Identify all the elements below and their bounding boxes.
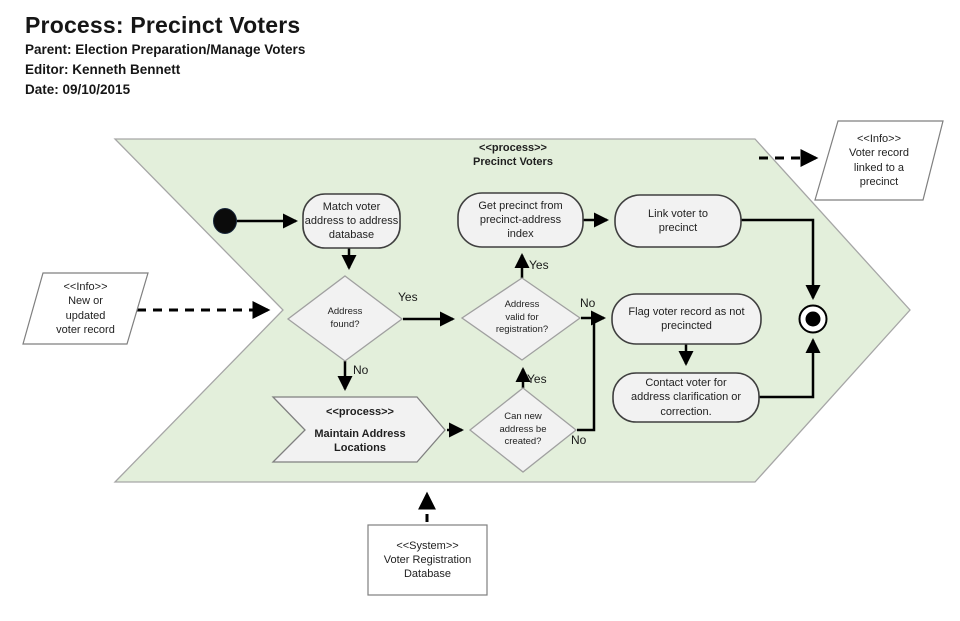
edge-create-no bbox=[577, 318, 596, 432]
start-node bbox=[213, 208, 237, 234]
edge-contact-to-end bbox=[759, 337, 821, 399]
flag-voter-shape bbox=[611, 293, 762, 345]
system-rect bbox=[367, 524, 488, 596]
header-date: Date: 09/10/2015 bbox=[25, 82, 131, 97]
info-out-parallelogram bbox=[814, 120, 944, 201]
maintain-chevron-shape bbox=[271, 396, 446, 463]
can-create-diamond bbox=[468, 387, 578, 473]
diagram-header: Process: Precinct Voters Parent: Electio… bbox=[25, 12, 305, 99]
page-title: Process: Precinct Voters bbox=[25, 12, 301, 38]
edge-link-to-end bbox=[741, 218, 821, 301]
contact-voter-shape bbox=[612, 372, 760, 423]
address-found-diamond bbox=[286, 275, 404, 362]
address-valid-diamond bbox=[460, 277, 582, 361]
end-node-dot bbox=[805, 311, 821, 327]
match-voter-shape bbox=[302, 193, 401, 249]
link-voter-shape bbox=[614, 194, 742, 248]
info-in-parallelogram bbox=[22, 272, 149, 345]
header-parent: Parent: Election Preparation/Manage Vote… bbox=[25, 42, 306, 57]
get-precinct-shape bbox=[457, 192, 584, 248]
header-editor: Editor: Kenneth Bennett bbox=[25, 62, 181, 77]
